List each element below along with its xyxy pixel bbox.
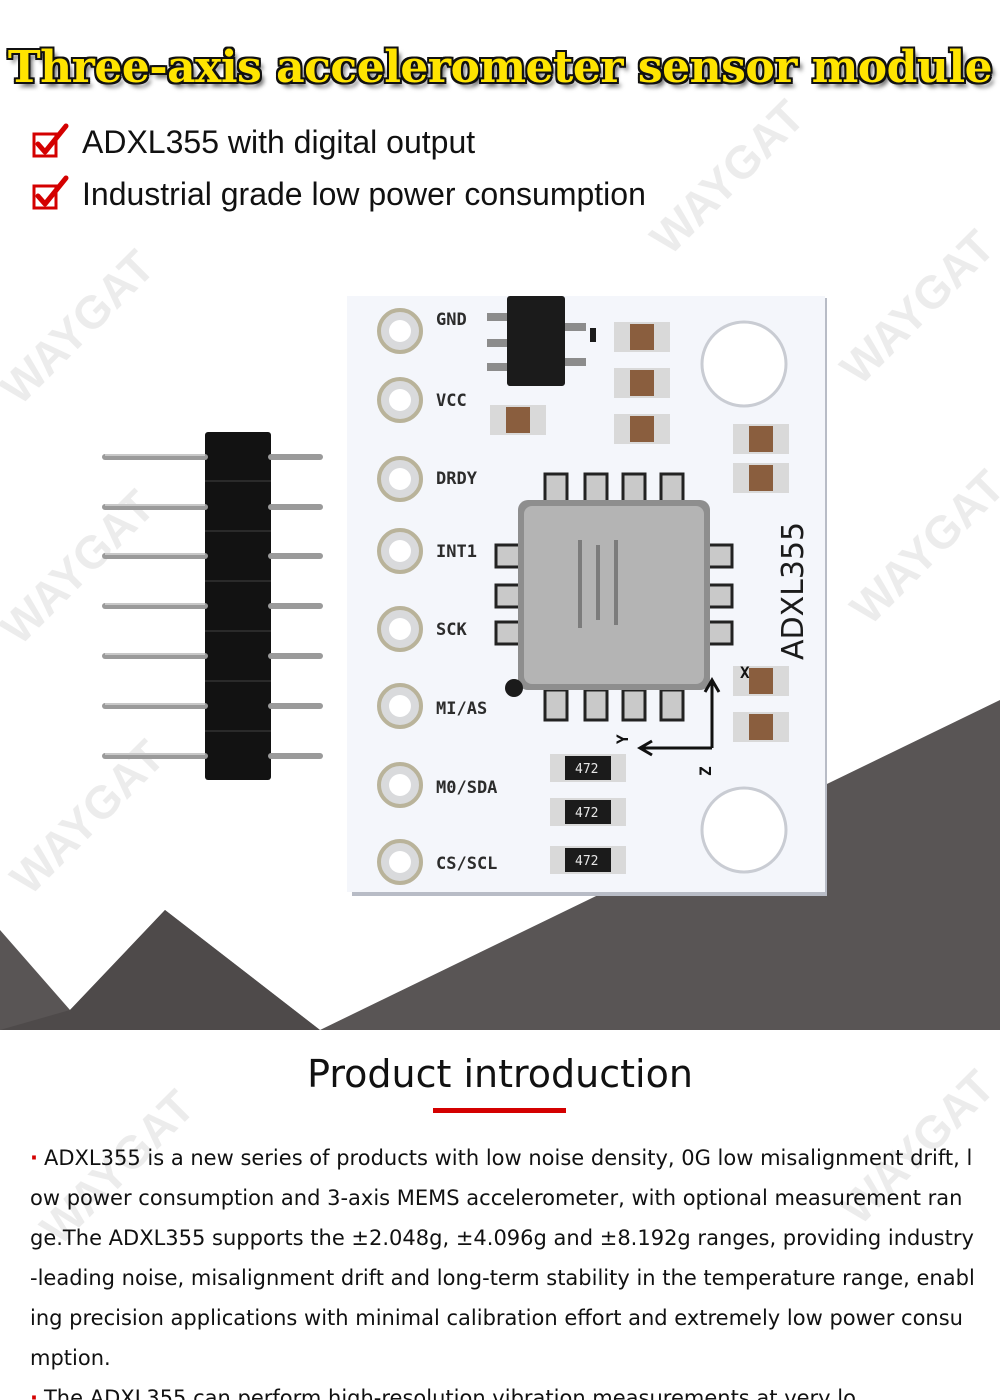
pin-label-drdy: DRDY <box>436 469 478 489</box>
board-chip-label: ADXL355 <box>776 522 811 660</box>
intro-paragraph-text: The ADXL355 can perform high-resolution … <box>43 1386 856 1400</box>
sensor-board: GND VCC DRDY INT1 SCK MI/AS M0/SDA CS/SC… <box>347 296 827 896</box>
intro-paragraph-text: ADXL355 is a new series of products with… <box>30 1146 975 1370</box>
checkbox-check-icon <box>32 123 69 158</box>
pin-label-sck: SCK <box>436 620 467 640</box>
page-headline: Three-axis accelerometer sensor module <box>7 42 993 93</box>
intro-text: ·ADXL355 is a new series of products wit… <box>30 1138 975 1400</box>
bullet-icon: · <box>30 1386 38 1400</box>
pin-label-m0-sda: M0/SDA <box>436 778 497 798</box>
feature-item: Industrial grade low power consumption <box>30 174 646 214</box>
resistor-label: 472 <box>575 762 598 777</box>
pin-label-int1: INT1 <box>436 542 477 562</box>
axis-label-y: Y <box>613 734 632 744</box>
section-title: Product introduction <box>307 1052 693 1096</box>
bullet-icon: · <box>30 1146 38 1170</box>
resistor-label: 472 <box>575 854 598 869</box>
feature-label: ADXL355 with digital output <box>82 123 476 160</box>
adxl355-chip <box>494 472 734 722</box>
passive-components <box>490 322 789 742</box>
axis-indicator <box>637 677 721 757</box>
checkbox-check-icon <box>32 175 69 210</box>
product-photo: GND VCC DRDY INT1 SCK MI/AS M0/SDA CS/SC… <box>0 296 1000 1030</box>
regulator-ic <box>487 296 596 386</box>
resistor-label: 472 <box>575 806 598 821</box>
feature-label: Industrial grade low power consumption <box>82 175 646 212</box>
intro-paragraph: · The ADXL355 can perform high-resolution… <box>30 1378 975 1400</box>
intro-paragraph: ·ADXL355 is a new series of products wit… <box>30 1138 975 1378</box>
axis-label-x: X <box>740 663 750 682</box>
pin-label-mi-as: MI/AS <box>436 699 487 719</box>
pin-label-vcc: VCC <box>436 391 467 411</box>
title-underline <box>433 1108 566 1113</box>
pin-pads <box>377 308 423 885</box>
pin-label-cs-scl: CS/SCL <box>436 854 497 874</box>
pin-label-gnd: GND <box>436 310 467 330</box>
feature-item: ADXL355 with digital output <box>30 122 475 162</box>
axis-label-z: Z <box>696 766 715 776</box>
resistors: 472 472 472 <box>550 754 626 874</box>
pin-header <box>102 432 323 780</box>
